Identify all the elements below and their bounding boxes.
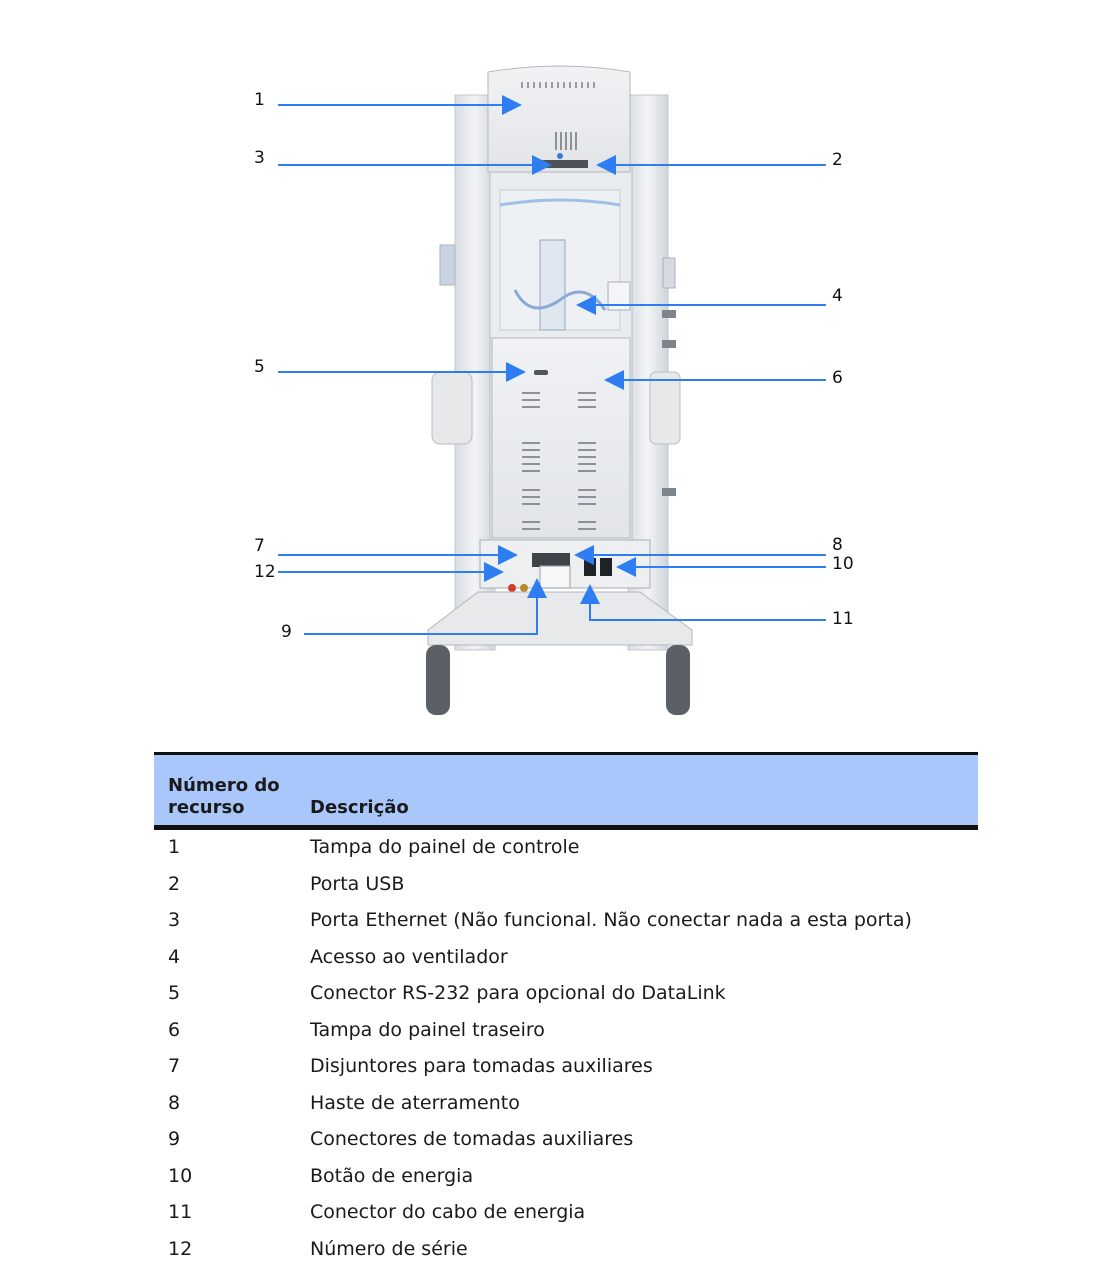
callout-2: 2 [832,150,843,170]
feature-description: Acesso ao ventilador [310,945,508,968]
table-row: 3 Porta Ethernet (Não funcional. Não cone… [154,903,978,940]
feature-number: 3 [168,909,181,931]
table-row: 12 Número de série [154,1232,978,1269]
callout-6: 6 [832,368,843,388]
table-row: 11 Conector do cabo de energia [154,1195,978,1232]
feature-description: Conectores de tomadas auxiliares [310,1128,634,1150]
feature-description: Disjuntores para tomadas auxiliares [310,1055,653,1077]
table-row: 6 Tampa do painel traseiro [154,1013,978,1050]
feature-description: Conector RS-232 para opcional do DataLin… [310,982,726,1004]
callout-3: 3 [254,148,265,168]
header-description: Descrição [310,797,409,818]
feature-description: Porta USB [310,872,405,895]
callout-7: 7 [254,536,265,556]
callout-1: 1 [254,90,265,110]
feature-number: 10 [168,1164,193,1187]
table-row: 1 Tampa do painel de controle [154,830,978,867]
callout-12: 12 [254,562,276,582]
header-feature-number: Número do recurso [168,775,280,819]
feature-description: Tampa do painel traseiro [310,1018,545,1041]
table-row: 2 Porta USB [154,867,978,904]
feature-number: 2 [168,872,181,895]
feature-number: 12 [168,1237,193,1260]
feature-number: 1 [168,836,181,858]
table-row: 8 Haste de aterramento [154,1086,978,1123]
feature-description: Número de série [310,1237,468,1260]
feature-number: 4 [168,945,181,968]
callout-8: 8 [832,535,843,555]
table-row: 10 Botão de energia [154,1159,978,1196]
feature-description: Botão de energia [310,1164,474,1187]
feature-number: 8 [168,1091,181,1114]
feature-description: Porta Ethernet (Não funcional. Não conec… [310,909,912,931]
callout-10: 10 [832,554,854,574]
header-number-line1: Número do [168,775,280,796]
table-row: 9 Conectores de tomadas auxiliares [154,1122,978,1159]
table-header: Número do recurso Descrição [154,752,978,830]
table-row: 4 Acesso ao ventilador [154,940,978,977]
device-rear-view-figure: 1 2 3 4 5 6 7 8 9 10 11 12 [254,65,854,715]
feature-number: 5 [168,982,181,1004]
callout-4: 4 [832,286,843,306]
header-number-line2: recurso [168,797,245,818]
table-body: 1 Tampa do painel de controle 2 Porta USB 3 P… [154,830,978,1268]
feature-number: 11 [168,1201,193,1223]
callout-9: 9 [281,622,292,642]
feature-description: Tampa do painel de controle [310,836,580,858]
callout-5: 5 [254,357,265,377]
callout-11: 11 [832,609,854,629]
feature-number: 6 [168,1018,181,1041]
feature-description: Conector do cabo de energia [310,1201,586,1223]
device-illustration [278,65,826,715]
table-row: 7 Disjuntores para tomadas auxiliares [154,1049,978,1086]
table-row: 5 Conector RS-232 para opcional do DataLi… [154,976,978,1013]
feature-number: 9 [168,1128,181,1150]
feature-description: Haste de aterramento [310,1091,520,1114]
feature-number: 7 [168,1055,181,1077]
